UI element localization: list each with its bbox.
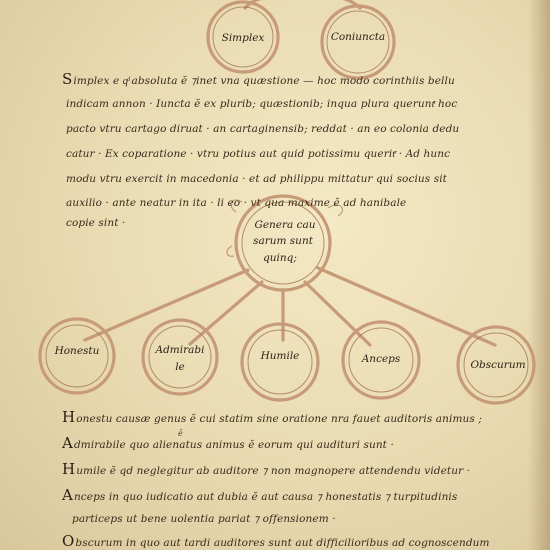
- p2-interlinear-gloss: ē: [178, 429, 183, 438]
- center-label-line-3: quinq;: [263, 252, 297, 264]
- p1-line-5: modu vtru exercit in macedonia · et ad p…: [66, 173, 447, 185]
- connector-honestum: [83, 268, 250, 342]
- p2-line-1-text: onestu causæ genus ĕ cui statim sine ora…: [76, 413, 482, 425]
- p2-line-2-text: dmirabile quo alienatus animus ĕ eorum q…: [73, 439, 394, 451]
- p2-initial-1: H: [62, 408, 76, 426]
- node-simplex: Simplex: [206, 0, 280, 74]
- p1-initial: S: [62, 70, 73, 88]
- p2-line-5: particeps ut bene uolentia pariat ⁊ offe…: [72, 513, 336, 525]
- node-obscurum-label: Obscurum: [470, 359, 525, 371]
- node-anceps: Anceps: [341, 320, 421, 400]
- p1-line-7: copie sint ·: [66, 217, 126, 229]
- p1-line-1-text: implex e qͩ absoluta ĕ ⁊inet vna quæstio…: [73, 75, 455, 87]
- p1-line-6: auxilio · ante neatur in ita · li eo · v…: [66, 197, 407, 209]
- node-humile-label: Humile: [260, 350, 300, 362]
- p2-line-3-text: umile ĕ qd neglegitur ab auditore ⁊ non …: [76, 465, 471, 477]
- flourish-lower-left: [226, 245, 235, 257]
- node-honestum: Honestu: [38, 317, 116, 395]
- node-admirabile-label-2: le: [175, 361, 185, 373]
- p2-line-4-text: nceps in quo iudicatio aut dubia ĕ aut c…: [73, 491, 458, 503]
- node-honestum-label: Honestu: [54, 345, 100, 357]
- node-coniuncta-label: Coniuncta: [331, 31, 385, 43]
- page-gutter-shadow: [528, 0, 550, 550]
- p2-line-1: Honestu causæ genus ĕ cui statim sine or…: [62, 410, 482, 426]
- flourish-right: [327, 204, 343, 217]
- flourish-left: [230, 199, 243, 213]
- p2-line-6-text: bscurum in quo aut tardi auditores sunt …: [75, 537, 490, 549]
- p1-line-3: pacto vtru cartago diruat · an cartagine…: [66, 123, 460, 135]
- center-label-line-1: Genera cau: [254, 219, 315, 231]
- connector-anceps: [303, 280, 372, 347]
- p1-line-4: catur · Ex coparatione · vtru potius aut…: [66, 148, 451, 160]
- center-label-line-2: sarum sunt: [253, 235, 314, 247]
- p1-line-1: Simplex e qͩ absoluta ĕ ⁊inet vna quæsti…: [62, 72, 455, 88]
- flourish-ornaments: [226, 199, 343, 257]
- node-anceps-label: Anceps: [361, 353, 401, 365]
- connector-admirabile: [188, 280, 264, 346]
- diagram-connectors: [83, 0, 497, 347]
- connector-top-simplex: [243, 0, 262, 10]
- p1-line-2: indicam annon · Iuncta ĕ ex plurib; quæs…: [66, 98, 458, 110]
- node-admirabile: Admirabi le: [141, 318, 219, 396]
- node-admirabile-label-1: Admirabi: [155, 344, 205, 356]
- p2-line-4: Anceps in quo iudicatio aut dubia ĕ aut …: [62, 488, 457, 504]
- p2-line-6: Obscurum in quo aut tardi auditores sunt…: [62, 534, 490, 550]
- p2-line-2: Admirabile quo alienatus animus ĕ eorum …: [62, 436, 394, 452]
- p2-initial-6: O: [62, 532, 75, 550]
- p2-line-3: Humile ĕ qd neglegitur ab auditore ⁊ non…: [62, 462, 470, 478]
- p2-initial-3: H: [62, 460, 76, 478]
- node-humile: Humile: [240, 322, 320, 402]
- node-simplex-label: Simplex: [222, 32, 265, 44]
- node-obscurum: Obscurum: [456, 325, 536, 405]
- p2-initial-4: A: [62, 486, 73, 504]
- node-genera-causarum: Genera cau sarum sunt quinq;: [234, 194, 332, 292]
- connector-obscurum: [316, 266, 497, 347]
- node-coniuncta: Coniuncta: [320, 4, 396, 80]
- p2-initial-2: A: [62, 434, 73, 452]
